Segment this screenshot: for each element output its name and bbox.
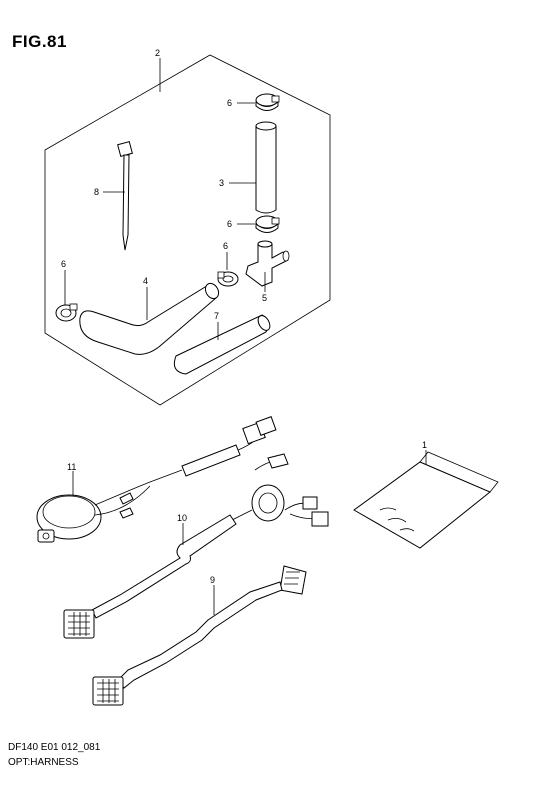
clamp-6-mid (255, 215, 280, 233)
callout-1: 1 (422, 440, 427, 450)
bag-1 (353, 451, 499, 549)
clamp-6-left (55, 303, 78, 322)
harness-10 (63, 453, 329, 639)
callout-8: 8 (94, 187, 99, 197)
kit-outline (44, 54, 331, 406)
callout-6-joint: 6 (223, 241, 228, 251)
figure-code: DF140 E01 012_081 (8, 742, 101, 753)
clamp-6-top (255, 93, 280, 111)
hose-3 (255, 121, 277, 214)
clamp-6-joint (217, 271, 239, 287)
cable-tie-8 (117, 141, 133, 251)
callout-3: 3 (219, 178, 224, 188)
callout-7: 7 (214, 311, 219, 321)
callout-10: 10 (177, 513, 187, 523)
hose-7 (173, 314, 271, 375)
callout-6-top: 6 (227, 98, 232, 108)
callout-6-mid: 6 (227, 219, 232, 229)
callout-9: 9 (210, 575, 215, 585)
callout-5: 5 (262, 293, 267, 303)
hose-4 (79, 282, 220, 355)
callout-4: 4 (143, 276, 148, 286)
callouts: 2 6 3 8 6 6 6 5 4 7 1 11 10 9 (61, 48, 427, 615)
callout-6-left: 6 (61, 259, 66, 269)
callout-11: 11 (67, 462, 76, 472)
harness-11 (36, 416, 277, 543)
harness-9 (92, 565, 307, 706)
joint-5 (245, 240, 290, 287)
callout-2: 2 (155, 48, 160, 58)
figure-description: OPT:HARNESS (8, 757, 79, 768)
figure-title: FIG.81 (12, 32, 67, 51)
